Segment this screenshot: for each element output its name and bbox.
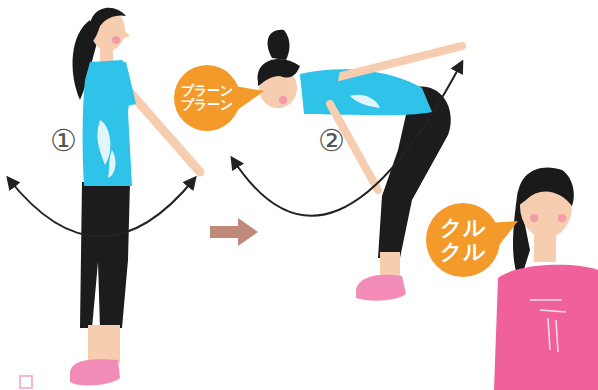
step-number: ①: [50, 126, 77, 156]
bubble-text: プラーン プラーン: [178, 84, 236, 113]
shirt-print: [97, 120, 115, 178]
swing-arc: [8, 178, 195, 237]
cheek: [279, 96, 287, 104]
shirt-print: [350, 95, 380, 108]
capri-pants: [80, 182, 130, 328]
shoe: [356, 275, 406, 301]
rotating-figure: [494, 167, 598, 390]
swing-arc: [232, 62, 462, 216]
standing-figure: [8, 8, 200, 386]
bubble-circle: [174, 65, 240, 131]
bubble-circle: [426, 203, 500, 277]
cheek: [530, 214, 538, 222]
shirt: [494, 265, 598, 390]
speech-bubble: クル クル: [426, 203, 500, 277]
sleeve: [300, 70, 340, 96]
shoe: [70, 359, 120, 385]
nose: [124, 30, 130, 38]
lower-legs: [88, 325, 120, 363]
sleeve: [104, 62, 136, 108]
step-arrow: [210, 218, 258, 246]
bubble-text: クル クル: [432, 216, 494, 264]
bending-figure: [232, 30, 462, 301]
shirt: [300, 69, 432, 115]
ponytail: [268, 30, 290, 60]
bubble-text-box: クル クル: [426, 203, 500, 277]
cheek: [112, 36, 120, 44]
step-number: ②: [318, 126, 345, 156]
speech-bubble: プラーン プラーン: [174, 65, 240, 131]
shirt-print: [530, 300, 566, 352]
corner-mark: [20, 376, 32, 388]
hair: [90, 8, 126, 42]
hair: [518, 167, 574, 206]
bubble-text-box: プラーン プラーン: [174, 65, 240, 131]
hair: [258, 59, 300, 86]
cheek: [558, 214, 566, 222]
